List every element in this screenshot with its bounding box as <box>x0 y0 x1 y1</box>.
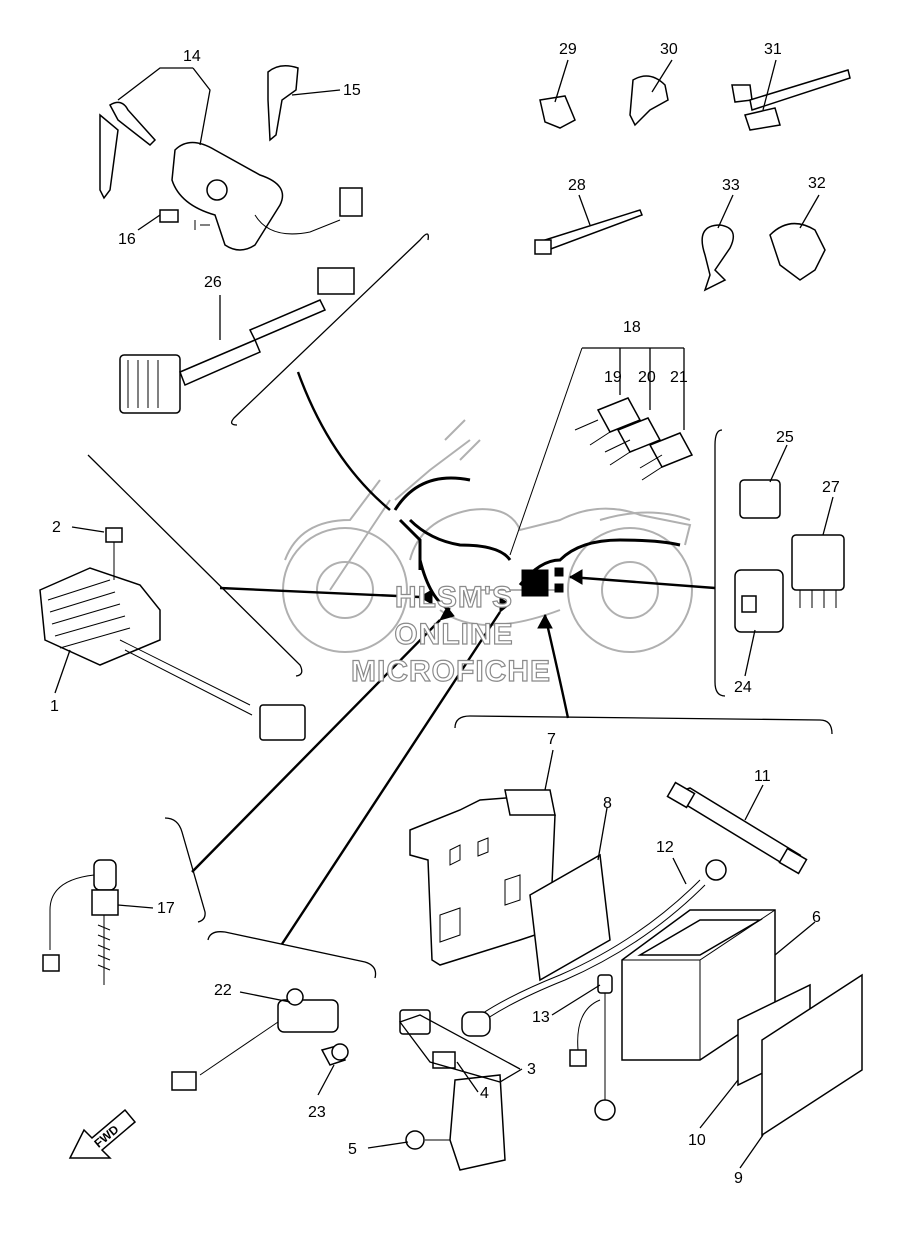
wire-harness <box>393 476 681 612</box>
callout-6: 6 <box>812 909 821 926</box>
battery-part <box>621 909 776 1061</box>
neutral-switch-part <box>42 859 119 985</box>
watermark-line-2: ONLINE <box>394 618 513 651</box>
callout-16: 16 <box>118 231 136 248</box>
group-brackets <box>87 233 833 979</box>
callout-1: 1 <box>50 698 59 715</box>
battery-pad-part <box>529 853 611 982</box>
sensor-part <box>171 988 349 1091</box>
callout-25: 25 <box>776 429 794 446</box>
callout-3: 3 <box>527 1061 536 1078</box>
callout-9: 9 <box>734 1170 743 1187</box>
fuse-parts <box>574 397 694 481</box>
callout-32: 32 <box>808 175 826 192</box>
callout-7: 7 <box>547 731 556 748</box>
relay-units-part <box>734 479 845 633</box>
callout-2: 2 <box>52 519 61 536</box>
callout-13: 13 <box>532 1009 550 1026</box>
callout-31: 31 <box>764 41 782 58</box>
callout-27: 27 <box>822 479 840 496</box>
callout-29: 29 <box>559 41 577 58</box>
callout-8: 8 <box>603 795 612 812</box>
leader-lines <box>191 347 716 945</box>
callout-21: 21 <box>670 369 688 386</box>
callout-24: 24 <box>734 679 752 696</box>
watermark-line-1: HLSM'S <box>395 581 513 614</box>
callout-14: 14 <box>183 48 201 65</box>
ignition-switch-part <box>99 65 363 251</box>
callout-4: 4 <box>480 1085 489 1102</box>
callout-22: 22 <box>214 982 232 999</box>
battery-strap-part <box>666 781 808 875</box>
clip-parts <box>534 69 851 292</box>
callout-17: 17 <box>157 900 175 917</box>
watermark: HLSM'S ONLINE MICROFICHE <box>350 580 551 688</box>
callout-33: 33 <box>722 177 740 194</box>
relay-part <box>399 1009 506 1171</box>
callout-12: 12 <box>656 839 674 856</box>
battery-bracket-part <box>409 789 556 966</box>
callout-10: 10 <box>688 1132 706 1149</box>
motorcycle-silhouette <box>282 419 693 653</box>
callout-28: 28 <box>568 177 586 194</box>
watermark-line-3: MICROFICHE <box>351 655 551 688</box>
callout-19: 19 <box>604 369 622 386</box>
forward-direction-indicator: FWD <box>68 1108 137 1159</box>
callout-11: 11 <box>754 768 771 785</box>
callout-15: 15 <box>343 82 361 99</box>
callout-18: 18 <box>623 319 641 336</box>
callout-23: 23 <box>308 1104 326 1121</box>
battery-cable-part <box>461 859 727 1037</box>
callout-numbers: 1 2 3 4 5 6 7 8 9 10 11 12 13 14 15 16 1… <box>50 41 840 1187</box>
rectifier-harness-part <box>119 267 355 414</box>
callout-20: 20 <box>638 369 656 386</box>
callout-30: 30 <box>660 41 678 58</box>
callout-26: 26 <box>204 274 222 291</box>
regulator-part <box>39 527 306 741</box>
battery-cover-pads <box>737 973 863 1137</box>
callout-leaders <box>54 59 834 1169</box>
callout-5: 5 <box>348 1141 357 1158</box>
ground-lead-part <box>569 974 616 1121</box>
